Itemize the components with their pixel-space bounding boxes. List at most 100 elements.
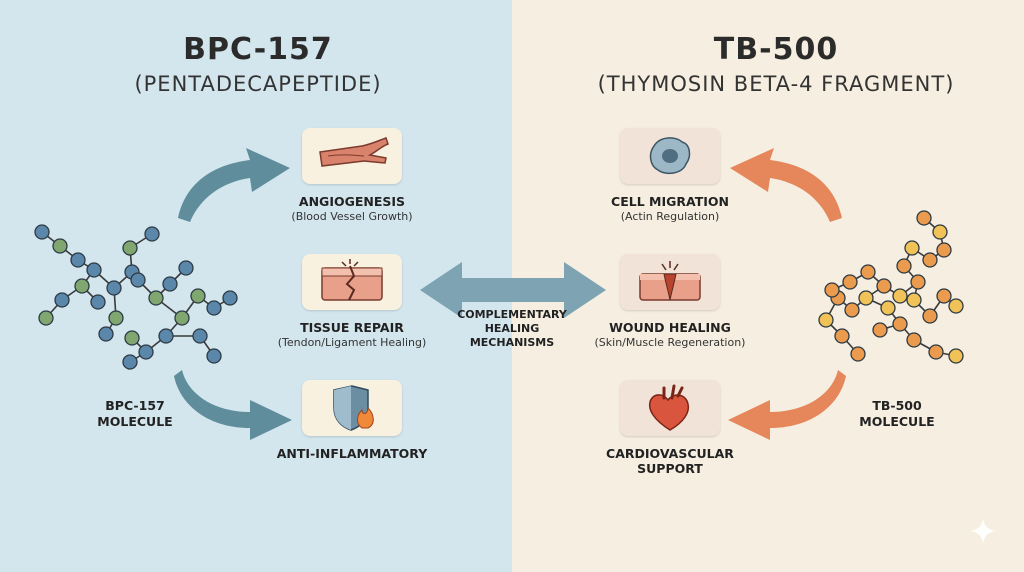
anti-inflammatory-title: ANTI-INFLAMMATORY (276, 446, 428, 461)
wound-healing-card (620, 254, 720, 310)
bpc157-atom (52, 238, 68, 254)
complementary-label-line3: MECHANISMS (469, 336, 555, 349)
cardiovascular-card (620, 380, 720, 436)
arrow-to-angiogenesis (178, 148, 290, 222)
complementary-label: COMPLEMENTARY HEALING MECHANISMS (452, 308, 572, 350)
bpc157-atom (108, 310, 124, 326)
tb500-atom (834, 328, 850, 344)
angiogenesis-detail: (Blood Vessel Growth) (291, 210, 413, 223)
angiogenesis-card (302, 128, 402, 184)
bpc157-atom (54, 292, 70, 308)
blood-vessel-icon (319, 137, 389, 167)
bpc157-atom (122, 354, 138, 370)
tb500-atom (860, 264, 876, 280)
tb500-atom (880, 300, 896, 316)
tissue-repair-title: TISSUE REPAIR (300, 320, 404, 335)
bpc157-atom (122, 240, 138, 256)
tb500-title: TB-500 (713, 32, 839, 67)
cell-migration-detail: (Actin Regulation) (620, 210, 720, 223)
tb500-atom (906, 332, 922, 348)
tb500-subtitle: (THYMOSIN BETA-4 FRAGMENT) (597, 72, 955, 96)
tb500-atom (928, 344, 944, 360)
tb500-atom (936, 242, 952, 258)
cell-icon (649, 137, 691, 175)
bpc157-atom (130, 272, 146, 288)
complementary-double-arrow (420, 262, 512, 318)
bpc157-atom (158, 328, 174, 344)
cell-migration-card (620, 128, 720, 184)
bpc157-atom (34, 224, 50, 240)
tb500-atom (932, 224, 948, 240)
tb500-atom (850, 346, 866, 362)
cardiovascular-title: CARDIOVASCULAR SUPPORT (580, 446, 760, 476)
tb500-atom (844, 302, 860, 318)
tb500-atom (842, 274, 858, 290)
tb500-atom (922, 308, 938, 324)
cardiovascular-title-line2: SUPPORT (637, 461, 703, 476)
bpc157-atom (98, 326, 114, 342)
tb500-atom (896, 258, 912, 274)
tb500-atom (906, 292, 922, 308)
bpc157-atom (162, 276, 178, 292)
tb500-atom (892, 316, 908, 332)
bpc157-title: BPC-157 (183, 32, 333, 67)
shield-flame-icon (333, 385, 374, 431)
tb500-atom (936, 288, 952, 304)
tissue-repair-card (302, 254, 402, 310)
bpc157-atom (190, 288, 206, 304)
tb500-atom (824, 282, 840, 298)
wound-healing-detail: (Skin/Muscle Regeneration) (594, 336, 746, 349)
tb500-atom (818, 312, 834, 328)
bpc157-atom (174, 310, 190, 326)
wound-icon (639, 261, 701, 301)
tb500-atom (858, 290, 874, 306)
arrow-to-cell-migration (730, 148, 842, 222)
tb500-molecule-label: TB-500 MOLECULE (842, 398, 952, 430)
bpc157-atom (74, 278, 90, 294)
bpc157-atom (138, 344, 154, 360)
tb500-atom (922, 252, 938, 268)
bpc157-atom (222, 290, 238, 306)
bpc157-atom (86, 262, 102, 278)
tb500-atom (872, 322, 888, 338)
bpc157-molecule-label: BPC-157 MOLECULE (80, 398, 190, 430)
torn-tissue-icon (321, 259, 383, 301)
arrow-to-cardiovascular (728, 370, 846, 440)
anti-inflammatory-card (302, 380, 402, 436)
wound-healing-title: WOUND HEALING (609, 320, 731, 335)
bpc157-atom (106, 280, 122, 296)
bpc157-subtitle: (PENTADECAPEPTIDE) (134, 72, 382, 96)
complementary-double-arrow-right (512, 262, 606, 318)
arrow-to-anti-inflammatory (174, 370, 292, 440)
bpc157-molecule-label-line2: MOLECULE (97, 414, 173, 429)
sparkle-icon (970, 518, 996, 544)
bpc157-atom (144, 226, 160, 242)
tb500-atom (910, 274, 926, 290)
bpc157-atom (206, 300, 222, 316)
bpc157-atom (148, 290, 164, 306)
heart-icon (648, 384, 690, 431)
tb500-atom (916, 210, 932, 226)
bpc157-atom (70, 252, 86, 268)
tb500-atom (892, 288, 908, 304)
bpc157-atom (192, 328, 208, 344)
bpc157-atom (124, 330, 140, 346)
bpc157-molecule-label-line1: BPC-157 (105, 398, 165, 413)
cardiovascular-title-line1: CARDIOVASCULAR (606, 446, 734, 461)
bpc157-atom (90, 294, 106, 310)
bpc157-atom (178, 260, 194, 276)
complementary-label-line2: HEALING (484, 322, 540, 335)
tb500-molecule-structure (818, 210, 964, 364)
tb500-atom (876, 278, 892, 294)
complementary-label-line1: COMPLEMENTARY (457, 308, 567, 321)
angiogenesis-title: ANGIOGENESIS (298, 194, 406, 209)
bpc157-atom (38, 310, 54, 326)
tb500-atom (948, 298, 964, 314)
cell-migration-title: CELL MIGRATION (611, 194, 729, 209)
bpc157-molecule-structure (34, 224, 238, 370)
tb500-atom (948, 348, 964, 364)
tb500-molecule-label-line2: MOLECULE (859, 414, 935, 429)
bpc157-atom (206, 348, 222, 364)
tissue-repair-detail: (Tendon/Ligament Healing) (277, 336, 427, 349)
